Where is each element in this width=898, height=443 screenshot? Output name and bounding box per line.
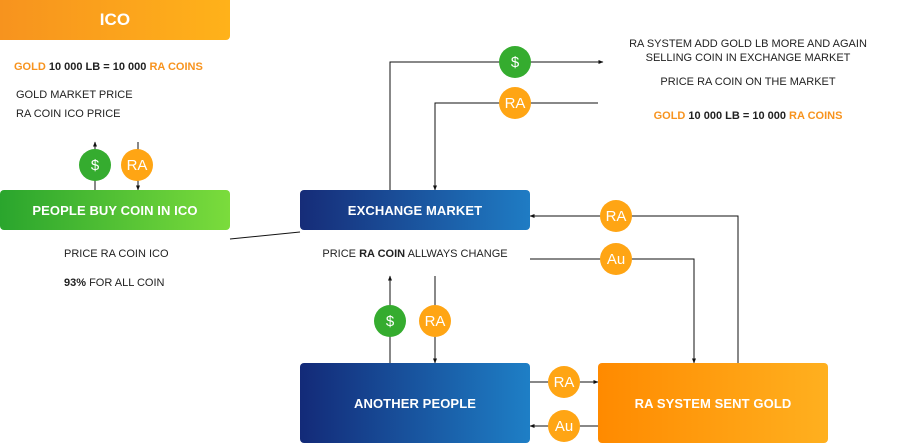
- ra-coin-icon: RA: [499, 87, 531, 119]
- right-equation: GOLD 10 000 LB = 10 000 RA COINS: [653, 110, 843, 122]
- buy-line-price: PRICE RA COIN ICO: [64, 248, 169, 260]
- ra-coin-icon: RA: [121, 149, 153, 181]
- right-line-price-market: PRICE RA COIN ON THE MARKET: [660, 76, 836, 88]
- ra-system-box: RA SYSTEM SENT GOLD: [598, 363, 828, 443]
- au-coin-icon: Au: [548, 410, 580, 442]
- market-to-exchange-ra-line: [433, 102, 598, 191]
- buy-line-percent: 93% FOR ALL COIN: [64, 277, 165, 289]
- people-buy-box: PEOPLE BUY COIN IN ICO: [0, 190, 230, 230]
- ra-coin-icon: RA: [600, 200, 632, 232]
- ico-box: ICO: [0, 0, 230, 40]
- exchange-to-market-dollar-line: [389, 60, 604, 190]
- ico-line-gold-market-price: GOLD MARKET PRICE: [16, 89, 133, 101]
- buy-to-exchange-line: [229, 231, 301, 240]
- ra-coin-icon: RA: [548, 366, 580, 398]
- rasystem-to-exchange-ra-line: [529, 214, 739, 363]
- exchange-to-rasystem-au-line: [530, 258, 696, 364]
- another-people-box: ANOTHER PEOPLE: [300, 363, 530, 443]
- right-line-add-gold: RA SYSTEM ADD GOLD LB MORE AND AGAIN: [629, 38, 867, 50]
- au-coin-icon: Au: [600, 243, 632, 275]
- dollar-coin-icon: $: [374, 305, 406, 337]
- ra-coin-icon: RA: [419, 305, 451, 337]
- right-line-selling: SELLING COIN IN EXCHANGE MARKET: [645, 52, 851, 64]
- dollar-coin-icon: $: [499, 46, 531, 78]
- exchange-market-box: EXCHANGE MARKET: [300, 190, 530, 230]
- ico-line-ra-coin-ico-price: RA COIN ICO PRICE: [16, 108, 121, 120]
- exchange-price-line: PRICE RA COIN ALLWAYS CHANGE: [322, 248, 508, 260]
- dollar-coin-icon: $: [79, 149, 111, 181]
- ico-equation: GOLD 10 000 LB = 10 000 RA COINS: [14, 61, 203, 73]
